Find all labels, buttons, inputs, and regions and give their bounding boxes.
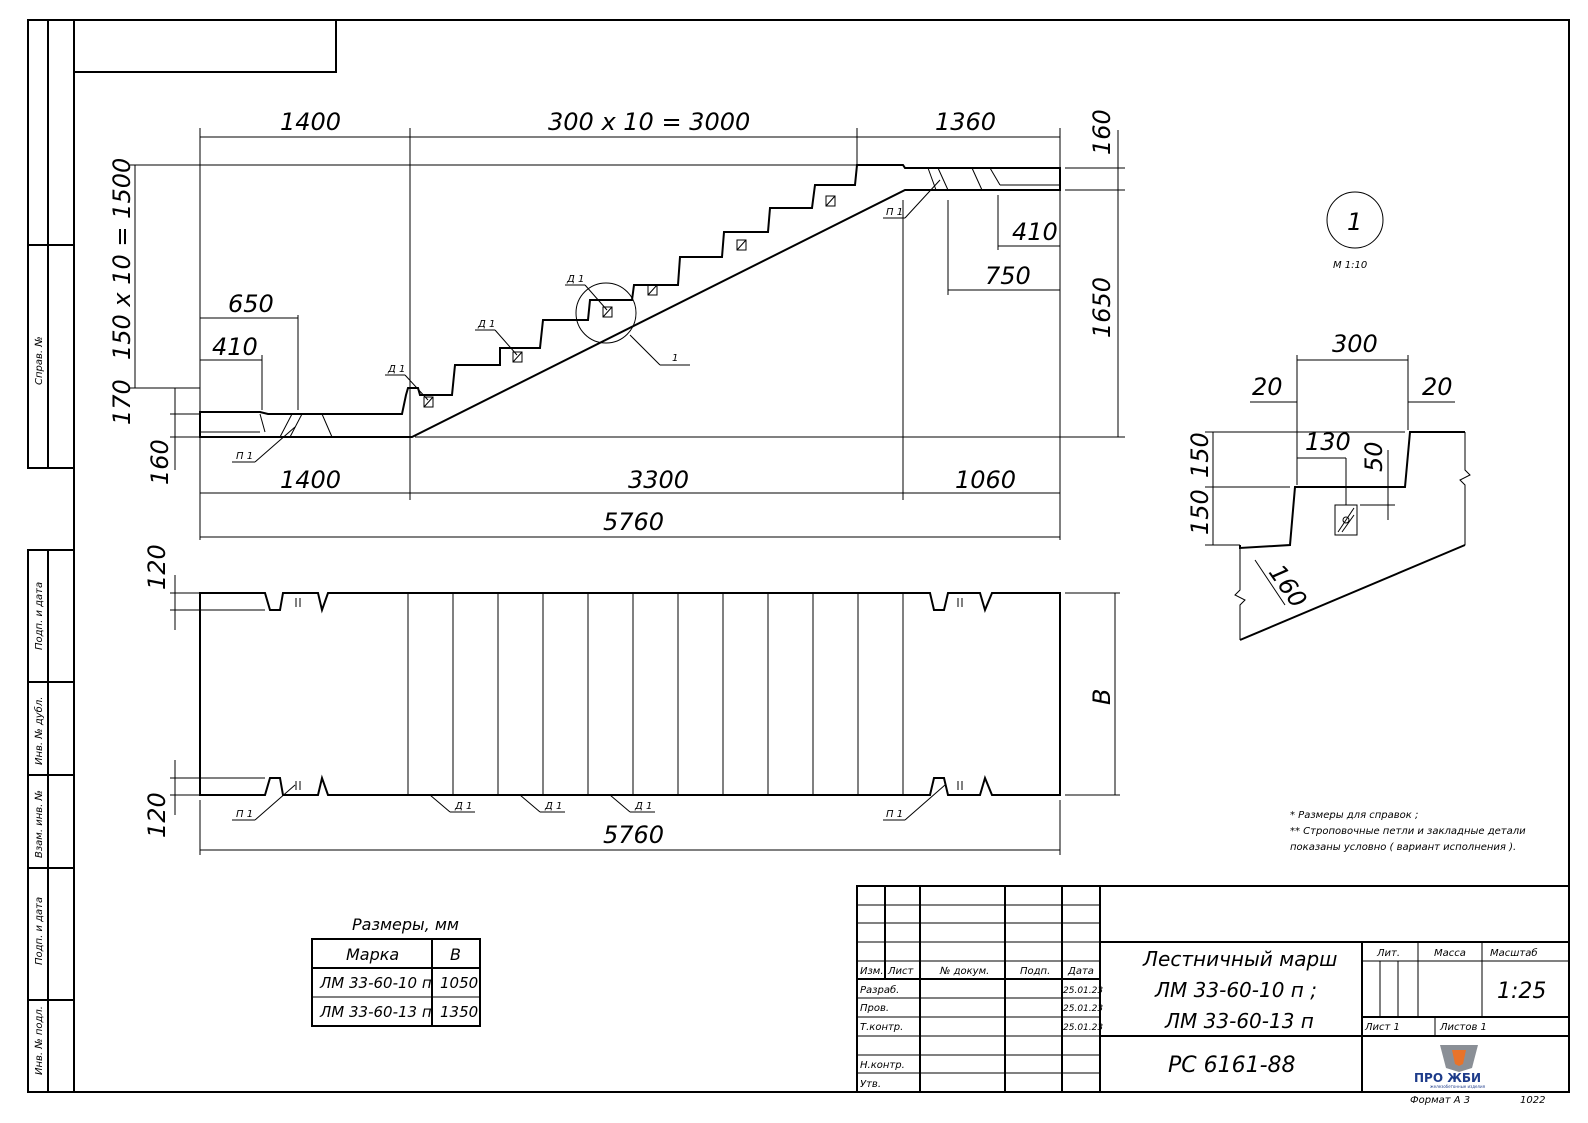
tb-masshtab: Масштаб (1490, 947, 1538, 959)
sizes-table: Размеры, мм Марка B ЛМ 33-60-10 п 1050 Л… (311, 915, 481, 1027)
note-2: ** Строповочные петли и закладные детали (1290, 826, 1526, 837)
p1-label-plan-2: П 1 (886, 809, 903, 820)
side-label-podp1: Подп. и дата (34, 582, 45, 650)
sizes-row2-mark: ЛМ 33-60-13 п (319, 1003, 432, 1021)
detail-dim-20-left: 20 (1252, 373, 1283, 401)
tb-role-utv: Утв. (860, 1079, 881, 1090)
dim-plan-overall: 5760 (603, 821, 664, 849)
logo-text: ПРО ЖБИ (1414, 1071, 1481, 1085)
dim-top-1400: 1400 (280, 108, 341, 136)
dim-inner-410-right: 410 (1012, 218, 1058, 246)
dim-inner-410-left: 410 (212, 333, 258, 361)
detail-number: 1 (1347, 208, 1362, 236)
sizes-header-b: B (450, 945, 461, 964)
dim-plan-b: B (1088, 689, 1116, 705)
detail-dim-50: 50 (1360, 441, 1388, 472)
tb-doc-code: РС 6161-88 (1168, 1053, 1296, 1078)
dim-bottom-3300: 3300 (628, 466, 689, 494)
dim-bottom-1400: 1400 (280, 466, 341, 494)
sizes-row2-b: 1350 (440, 1003, 478, 1021)
tb-title-2: ЛМ 33-60-10 п ; (1154, 978, 1317, 1002)
callout-label: 1 (672, 353, 678, 364)
p1-label-plan-1: П 1 (236, 809, 253, 820)
detail-dim-300: 300 (1332, 330, 1378, 358)
side-label-inv-podl: Инв. № подл. (34, 1006, 45, 1075)
sizes-table-caption: Размеры, мм (352, 915, 459, 934)
d1-label-3: Д 1 (566, 274, 584, 285)
tb-date-prov: 25.01.23 (1063, 1004, 1103, 1014)
dim-inner-650: 650 (228, 290, 274, 318)
stair-profile (199, 164, 1061, 438)
dim-top-steps: 300 x 10 = 3000 (548, 108, 750, 136)
tb-role-nkontr: Н.контр. (860, 1060, 905, 1071)
d1-label-1: Д 1 (387, 364, 405, 375)
title-block: Изм. Лист № докум. Подп. Дата Разраб. 25… (856, 885, 1570, 1093)
dim-bottom-1060: 1060 (955, 466, 1016, 494)
sizes-row1-mark: ЛМ 33-60-10 п (319, 974, 432, 992)
d1-label-plan-3: Д 1 (634, 801, 652, 812)
stair-elevation: 1 Д 1 Д 1 Д 1 П 1 П 1 (108, 108, 1125, 540)
dim-right-1650: 1650 (1088, 277, 1116, 338)
footer-code: 1022 (1520, 1095, 1545, 1106)
tb-header-izm: Изм. (860, 966, 884, 977)
stair-plan: 120 120 B 5760 П 1 П 1 Д 1 Д 1 Д 1 (143, 544, 1120, 855)
detail-dim-150-bottom: 150 (1186, 489, 1214, 535)
dim-left-rise: 150 x 10 = 1500 (108, 158, 136, 360)
sheet-frame (73, 19, 1570, 1093)
sizes-header-mark: Марка (346, 945, 399, 964)
side-label-vzam: Взам. инв. № (34, 790, 45, 858)
tb-role-prov: Пров. (860, 1003, 889, 1014)
detail-dim-20-right: 20 (1422, 373, 1453, 401)
side-label-podp2: Подп. и дата (34, 897, 45, 965)
dim-plan-120-bottom: 120 (143, 792, 171, 838)
tb-lit: Лит. (1376, 948, 1400, 959)
tb-massa: Масса (1434, 948, 1466, 959)
company-logo: ПРО ЖБИ железобетонные изделия (1414, 1045, 1486, 1089)
tb-role-razrab: Разраб. (860, 984, 899, 996)
sizes-row1-b: 1050 (440, 974, 478, 992)
logo-subtext: железобетонные изделия (1430, 1084, 1486, 1089)
dim-left-170: 170 (108, 379, 136, 425)
side-label-sprav: Справ. № (34, 336, 45, 385)
tb-date-razrab: 25.01.23 (1063, 986, 1103, 996)
tb-header-podp: Подп. (1020, 966, 1050, 977)
tb-title-1: Лестничный марш (1142, 947, 1337, 971)
d1-label-plan-1: Д 1 (454, 801, 472, 812)
tb-title-3: ЛМ 33-60-13 п (1164, 1009, 1314, 1033)
tb-role-tkontr: Т.контр. (860, 1022, 903, 1033)
note-3: показаны условно ( вариант исполнения ). (1290, 842, 1516, 853)
tb-sheet: Лист 1 (1364, 1022, 1400, 1033)
tb-sheets: Листов 1 (1439, 1022, 1487, 1033)
tb-scale-value: 1:25 (1497, 979, 1546, 1004)
dim-overall-elev: 5760 (603, 508, 664, 536)
top-left-stamp-box (73, 19, 337, 73)
side-label-inv-dubl: Инв. № дубл. (33, 697, 45, 765)
tb-header-date: Дата (1067, 966, 1094, 977)
dim-inner-750: 750 (985, 262, 1031, 290)
notes: * Размеры для справок ; ** Строповочные … (1290, 810, 1526, 853)
d1-label-plan-2: Д 1 (544, 801, 562, 812)
dim-plan-120-top: 120 (143, 544, 171, 590)
footer-format: Формат А 3 (1410, 1095, 1470, 1106)
plan-outline (199, 592, 1061, 796)
dim-top-1360: 1360 (935, 108, 996, 136)
d1-label-2: Д 1 (477, 319, 495, 330)
dim-right-160: 160 (1088, 109, 1116, 155)
detail-1: 1 М 1:10 300 20 20 130 (1186, 191, 1471, 641)
p1-label-elev-1: П 1 (236, 451, 253, 462)
detail-marker (1326, 191, 1384, 249)
detail-dim-150-top: 150 (1186, 432, 1214, 478)
note-1: * Размеры для справок ; (1290, 810, 1418, 821)
tb-header-doc: № докум. (939, 966, 989, 977)
detail-scale: М 1:10 (1333, 260, 1367, 271)
side-stamp: Справ. № Подп. и дата Инв. № дубл. Взам.… (27, 19, 75, 1093)
dim-left-160: 160 (146, 439, 174, 485)
p1-label-elev-2: П 1 (886, 207, 903, 218)
detail-dim-160: 160 (1263, 559, 1312, 613)
tb-date-tkontr: 25.01.23 (1063, 1023, 1103, 1033)
detail-dim-130: 130 (1305, 428, 1351, 456)
tb-header-list: Лист (887, 966, 915, 977)
